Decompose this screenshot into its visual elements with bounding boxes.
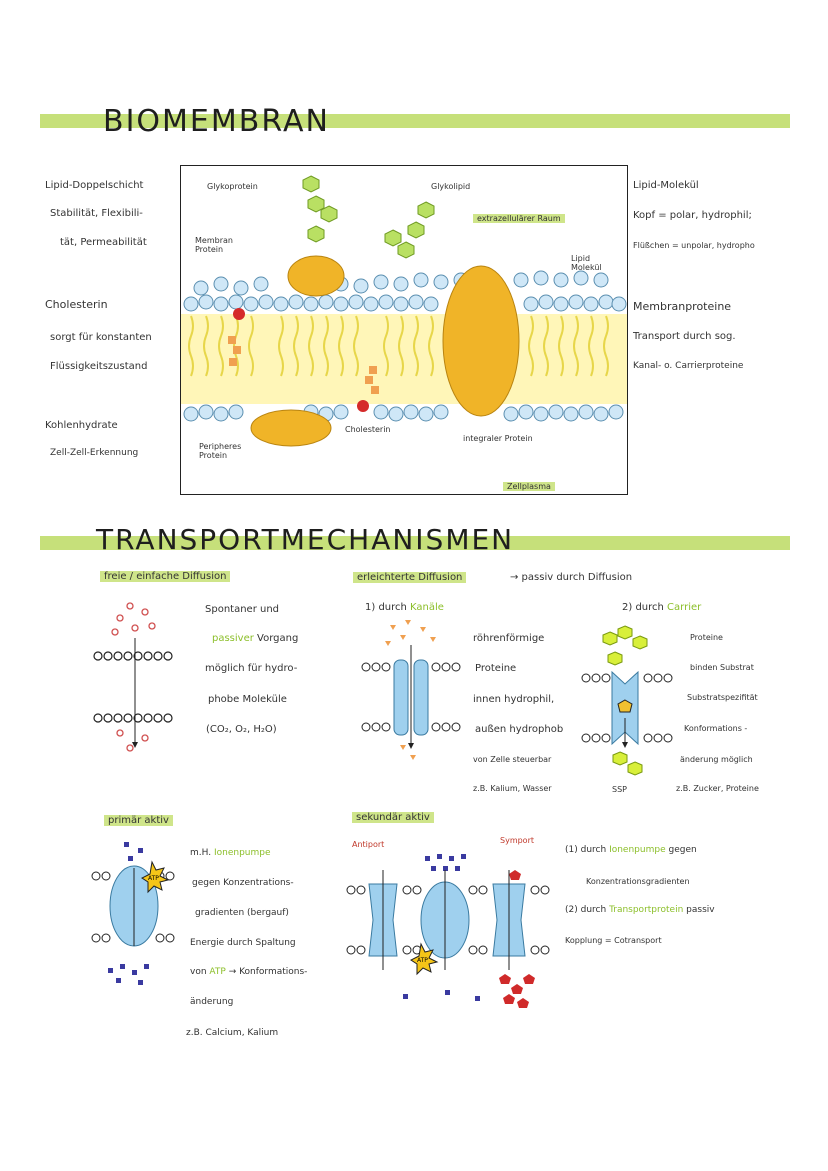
carrier-c5: änderung möglich [680, 755, 753, 764]
freie-t2a: passiver [212, 633, 254, 644]
label-freie-diffusion: freie / einfache Diffusion [100, 571, 231, 582]
kanal-k5: von Zelle steuerbar [473, 755, 552, 764]
carrier-c6: z.B. Zucker, Proteine [676, 784, 759, 793]
title-highlight-transport [40, 536, 790, 550]
sekundaer-s2: Konzentrationsgradienten [586, 877, 690, 886]
sekundaer-s1b: Ionenpumpe [609, 845, 666, 855]
sekundaer-s1c: gegen [668, 845, 697, 855]
sekundaer-s1: (1) durch Ionenpumpe gegen [565, 845, 697, 855]
note-membranproteine-head: Membranproteine [633, 300, 732, 313]
label-cholesterin: Cholesterin [345, 425, 391, 434]
freie-t4: phobe Moleküle [208, 694, 287, 705]
primaer-p2: gegen Konzentrations- [192, 878, 294, 888]
label-membran-protein: Membran Protein [195, 236, 233, 254]
primaer-p5c: → Konformations- [228, 967, 308, 977]
freie-t1: Spontaner und [205, 604, 280, 615]
kanal-word: Kanäle [410, 602, 444, 613]
kanal-k4: außen hydrophob [475, 724, 564, 735]
note-lipid-molekuel-text2: Flüßchen = unpolar, hydropho [633, 241, 755, 250]
primaer-p7: z.B. Calcium, Kalium [186, 1028, 279, 1038]
primaer-p5: von ATP → Konformations- [190, 967, 307, 977]
kanal-illustration [361, 620, 461, 760]
kanal-k3: innen hydrophil, [473, 694, 555, 705]
primaer-p6: änderung [190, 997, 234, 1007]
sekundaer-s3b: Transportprotein [609, 905, 684, 915]
membrane-diagram: Glykoprotein Glykolipid extrazellulärer … [180, 165, 628, 495]
erleichtert-arrow-text: → passiv durch Diffusion [510, 572, 633, 583]
section-title-transport: TRANSPORTMECHANISMEN [96, 523, 515, 556]
sekundaer-s3a: (2) durch [565, 905, 607, 915]
note-membranproteine-text1: Transport durch sog. [633, 331, 736, 342]
note-lipid-text1: Stabilität, Flexibili- [50, 208, 143, 219]
primaer-p5b: ATP [209, 967, 226, 977]
label-glykolipid: Glykolipid [431, 182, 471, 191]
label-zellplasma: Zellplasma [503, 482, 555, 491]
note-lipid-molekuel-text1: Kopf = polar, hydrophil; [633, 210, 752, 221]
label-extrazellulaer: extrazellulärer Raum [473, 214, 565, 223]
sekundaer-antiport: Antiport [352, 840, 385, 849]
carrier-word: Carrier [667, 602, 702, 613]
primaer-p1b: Ionenpumpe [213, 848, 271, 858]
note-lipid-head: Lipid-Doppelschicht [45, 180, 144, 191]
title-highlight-biomembran [40, 114, 790, 128]
label-primaer-aktiv: primär aktiv [104, 815, 173, 826]
sekundaer-s1a: (1) durch [565, 845, 607, 855]
carrier-c1: Proteine [690, 633, 723, 642]
label-sekundaer-aktiv: sekundär aktiv [352, 812, 434, 823]
note-lipid-molekuel-head: Lipid-Molekül [633, 180, 699, 191]
kanal-k6: z.B. Kalium, Wasser [473, 784, 552, 793]
primaer-p4: Energie durch Spaltung [190, 938, 296, 948]
note-chol-text2: Flüssigkeitszustand [50, 361, 148, 372]
label-peripheres-protein: Peripheres Protein [199, 442, 242, 460]
carrier-c3: Substratspezifität [687, 693, 758, 702]
kanal-head: 1) durch Kanäle [365, 602, 444, 613]
membrane-illustration [181, 175, 627, 447]
freie-t3: möglich für hydro- [205, 663, 298, 674]
freie-t2b: Vorgang [253, 633, 299, 644]
carrier-c4: Konformations - [684, 724, 748, 733]
note-carb-head: Kohlenhydrate [45, 420, 118, 431]
primaer-p5a: von [190, 967, 207, 977]
carrier-head: 2) durch Carrier [622, 602, 701, 613]
label-lipid-molekuel: Lipid Molekül [571, 254, 602, 272]
primaer-atp-label: ATP [148, 875, 159, 882]
kanal-k2: Proteine [475, 663, 517, 674]
note-chol-text1: sorgt für konstanten [50, 332, 152, 343]
sekundaer-symport: Symport [500, 836, 535, 845]
label-integraler-protein: integraler Protein [463, 434, 533, 443]
freie-diffusion-illustration [93, 602, 173, 752]
sekundaer-illustration: ATP [346, 854, 550, 1008]
sekundaer-atp-label: ATP [417, 957, 428, 964]
kanal-head-text: 1) durch [365, 602, 407, 613]
sekundaer-s3: (2) durch Transportprotein passiv [565, 905, 715, 915]
primaer-p3: gradienten (bergauf) [195, 908, 289, 918]
primaer-illustration: ATP [91, 842, 175, 985]
carrier-ssp: SSP [612, 785, 627, 794]
label-glykoprotein: Glykoprotein [207, 182, 258, 191]
sekundaer-s4: Kopplung = Cotransport [565, 936, 662, 945]
freie-t5: (CO₂, O₂, H₂O) [206, 724, 277, 735]
label-erleichterte-diffusion: erleichterte Diffusion [353, 572, 467, 583]
carrier-illustration [581, 625, 673, 776]
kanal-k1: röhrenförmige [473, 633, 545, 644]
freie-t2: passiver Vorgang [212, 633, 298, 644]
primaer-p1: m.H. Ionenpumpe [190, 848, 271, 858]
carrier-head-text: 2) durch [622, 602, 664, 613]
primaer-p1a: m.H. [190, 848, 212, 858]
note-chol-head: Cholesterin [45, 298, 108, 311]
carrier-c2: binden Substrat [690, 663, 754, 672]
sekundaer-s3c: passiv [686, 905, 715, 915]
section-title-biomembran: BIOMEMBRAN [103, 104, 330, 139]
note-membranproteine-text2: Kanal- o. Carrierproteine [633, 361, 744, 371]
note-carb-text: Zell-Zell-Erkennung [50, 448, 139, 458]
note-lipid-text2: tät, Permeabilität [60, 237, 147, 248]
